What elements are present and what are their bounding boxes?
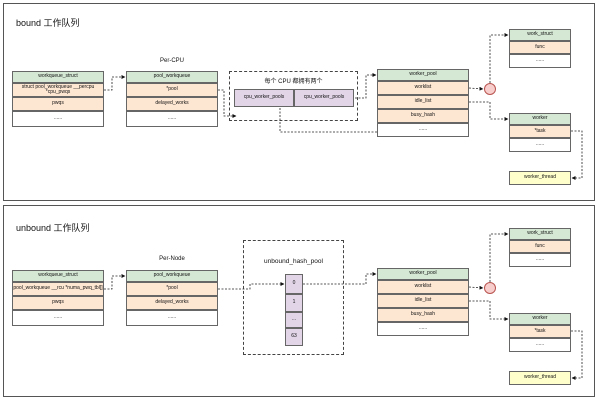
bound-pwq-more: ...... xyxy=(126,111,218,127)
unbound-pwq-more: ...... xyxy=(126,310,218,326)
unbound-worker-pool-worklist: worklist xyxy=(377,280,469,294)
unbound-hash-pool-cell-ellipsis: ... xyxy=(285,312,303,328)
bound-work-struct-func: func xyxy=(509,41,571,54)
unbound-wq-struct-numa-pwq-tbl: pool_workqueue __rcu *numa_pwq_tbl[] xyxy=(12,282,104,296)
unbound-title: unbound 工作队列 xyxy=(16,223,90,233)
unbound-hash-pool-cell-1: 1 xyxy=(285,294,303,312)
bound-wq-struct-pwqs: pwqs xyxy=(12,97,104,111)
unbound-work-struct-more: ...... xyxy=(509,253,571,267)
unbound-panel xyxy=(3,205,595,397)
unbound-hash-pool-cell-0: 0 xyxy=(285,274,303,294)
bound-worker-task: *task xyxy=(509,125,571,138)
bound-worker-pool-busy-hash: busy_hash xyxy=(377,109,469,123)
bound-worker-pool-idle-list: idle_list xyxy=(377,95,469,109)
unbound-wq-struct-header: workqueue_struct xyxy=(12,270,104,282)
unbound-worker-task: *task xyxy=(509,325,571,338)
unbound-pwq-delayed-works: delayed_works xyxy=(126,296,218,310)
unbound-worker-header: worker xyxy=(509,313,571,325)
bound-title: bound 工作队列 xyxy=(16,18,80,28)
bound-worker-pool-worklist: worklist xyxy=(377,81,469,95)
unbound-wq-struct-pwqs: pwqs xyxy=(12,296,104,310)
bound-wq-struct-header: workqueue_struct xyxy=(12,71,104,83)
bound-cpu-worker-pools-1: cpu_worker_pools xyxy=(294,89,354,107)
unbound-worker-pool-more: ...... xyxy=(377,322,469,336)
bound-pwq-header: pool_workqueue xyxy=(126,71,218,83)
bound-pwq-pool: *pool xyxy=(126,83,218,97)
bound-wq-struct-cpu-pwqs: struct pool_workqueue __percpu *cpu_pwqs xyxy=(12,83,104,97)
bound-wq-struct-more: ...... xyxy=(12,111,104,127)
unbound-worker-pool-header: worker_pool xyxy=(377,268,469,280)
bound-worker-pool-header: worker_pool xyxy=(377,69,469,81)
unbound-pernode-label: Per-Node xyxy=(159,256,185,262)
unbound-worker-pool-idle-list: idle_list xyxy=(377,294,469,308)
bound-work-struct-header: work_struct xyxy=(509,29,571,41)
bound-cpu-worker-pools-0: cpu_worker_pools xyxy=(234,89,294,107)
unbound-worker-thread: worker_thread xyxy=(509,371,571,385)
unbound-pwq-header: pool_workqueue xyxy=(126,270,218,282)
bound-percpu-label: Per-CPU xyxy=(159,58,184,64)
bound-list-node-circle xyxy=(484,83,496,95)
unbound-hash-pool-label: unbound_hash_pool xyxy=(264,258,323,265)
bound-work-struct-more: ...... xyxy=(509,54,571,68)
bound-worker-more: ...... xyxy=(509,138,571,152)
bound-worker-pool-more: ...... xyxy=(377,123,469,137)
unbound-pwq-pool: *pool xyxy=(126,282,218,296)
unbound-hash-pool-cell-63: 63 xyxy=(285,328,303,346)
unbound-work-struct-header: work_struct xyxy=(509,228,571,240)
bound-worker-thread: worker_thread xyxy=(509,171,571,185)
unbound-work-struct-func: func xyxy=(509,240,571,253)
bound-panel xyxy=(3,3,595,201)
unbound-hash-pool-group xyxy=(243,240,344,355)
bound-worker-header: worker xyxy=(509,113,571,125)
unbound-worker-more: ...... xyxy=(509,338,571,352)
unbound-worker-pool-busy-hash: busy_hash xyxy=(377,308,469,322)
bound-pwq-delayed-works: delayed_works xyxy=(126,97,218,111)
unbound-list-node-circle xyxy=(484,282,496,294)
bound-cpu-group-label: 每个 CPU 都拥有两个 xyxy=(264,79,323,85)
unbound-wq-struct-more: ...... xyxy=(12,310,104,326)
